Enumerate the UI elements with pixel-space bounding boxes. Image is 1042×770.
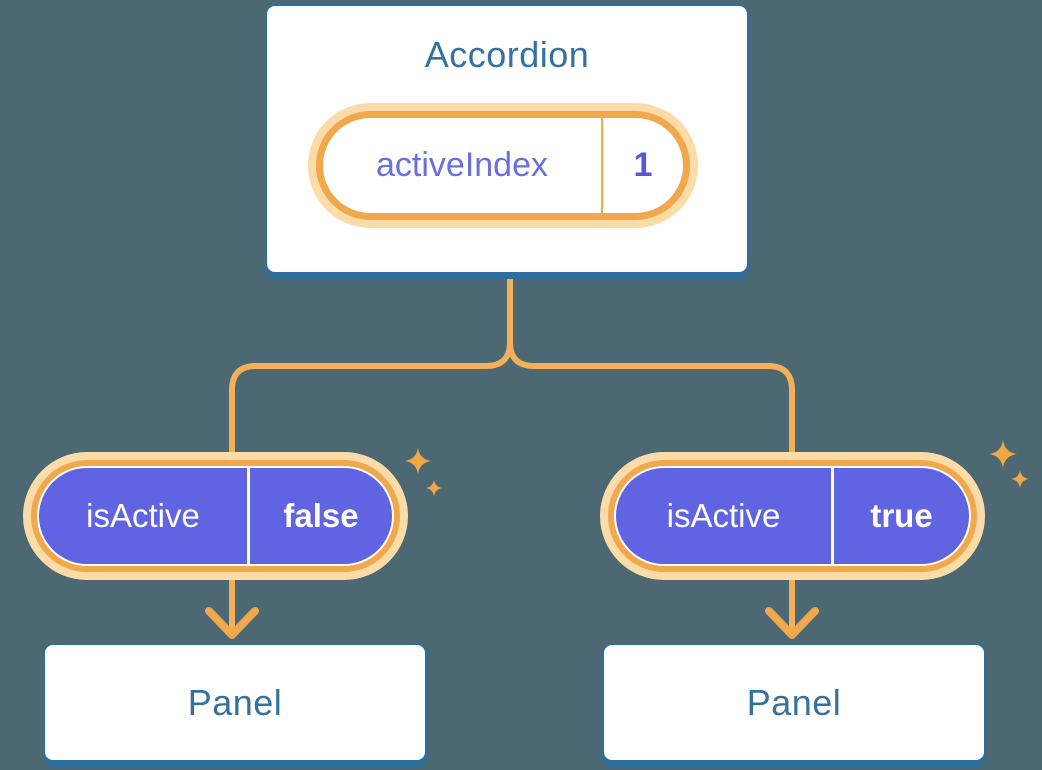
pill-divider (601, 118, 603, 213)
component-title: Accordion (424, 34, 590, 75)
state-value: 1 (633, 146, 653, 184)
prop-pill-core: isActive false (39, 468, 392, 564)
sparkle-icon (1011, 470, 1029, 488)
prop-value: false (283, 497, 359, 534)
prop-pill-core: isActive true (616, 468, 969, 564)
state-pill: activeIndex 1 (308, 103, 698, 228)
pill-divider (247, 468, 250, 564)
accordion-component-box: Accordion activeIndex 1 (265, 4, 749, 274)
arrow-down-icon (765, 607, 819, 639)
prop-name: isActive (666, 497, 781, 534)
component-title: Panel (187, 681, 283, 723)
panel-component-box-right: Panel (602, 643, 986, 762)
pill-divider (831, 468, 834, 564)
state-name: activeIndex (376, 146, 548, 184)
prop-pill-ring: isActive false (31, 460, 400, 572)
connector-branch-left (229, 276, 513, 456)
prop-name: isActive (86, 497, 200, 534)
sparkle-icon (988, 439, 1018, 469)
prop-value: true (870, 497, 933, 534)
panel-component-box-left: Panel (43, 643, 427, 762)
prop-pill-left: isActive false (23, 452, 408, 580)
prop-pill-ring: isActive true (608, 460, 977, 572)
sparkle-icon (404, 447, 432, 475)
connector-branch-right (507, 276, 795, 456)
component-title: Panel (746, 681, 842, 723)
arrow-down-icon (205, 607, 259, 639)
state-pill-ring: activeIndex 1 (316, 111, 690, 220)
prop-pill-right: isActive true (600, 452, 985, 580)
sparkle-icon (425, 479, 443, 497)
